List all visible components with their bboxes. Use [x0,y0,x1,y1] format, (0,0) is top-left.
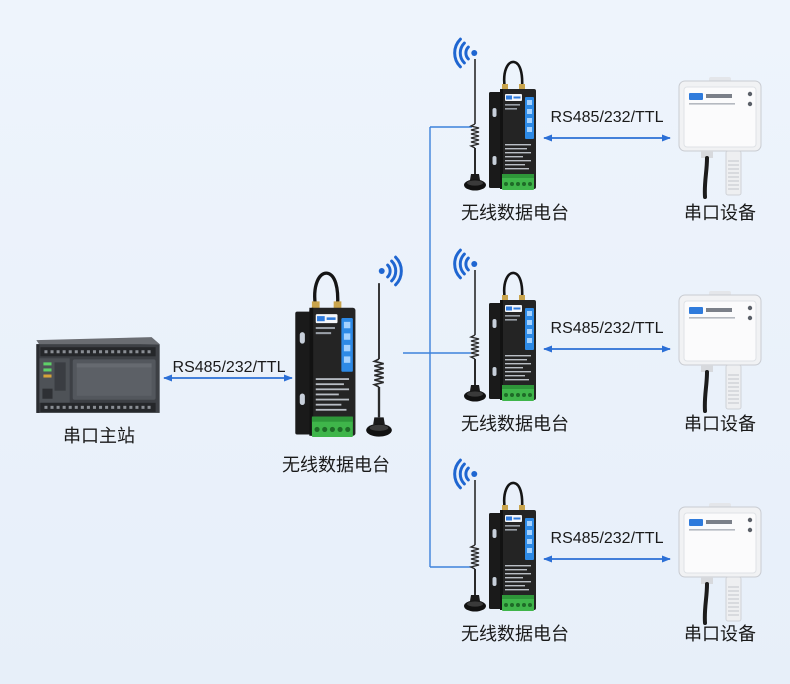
serial-link-label: RS485/232/TTL [551,320,664,337]
master-label: 串口主站 [63,426,135,447]
branch-3: RS485/232/TTL 无线数据电台 串口设备 [453,458,762,645]
antenna-icon [463,58,487,192]
antenna-icon [463,269,487,403]
wireless-radio-icon [488,271,538,403]
master-station: 串口主站 [36,337,160,447]
master-link-label: RS485/232/TTL [173,359,286,376]
branch-1: RS485/232/TTL 无线数据电台 串口设备 [453,37,762,224]
wifi-signal-icon [378,255,403,287]
wireless-radio-icon [294,271,358,439]
wifi-signal-icon [453,37,478,69]
radio-label: 无线数据电台 [461,203,569,224]
antenna-icon [463,479,487,613]
wireless-radio-icon [488,60,538,192]
radio-label: 无线数据电台 [461,414,569,435]
device-label: 串口设备 [684,203,756,224]
wifi-signal-icon [453,248,478,280]
distribution-lines [403,126,472,568]
serial-link-label: RS485/232/TTL [551,530,664,547]
sensor-icon [678,503,762,625]
hub-radio-label: 无线数据电台 [282,455,390,476]
master-link: RS485/232/TTL [163,359,293,382]
radio-label: 无线数据电台 [461,624,569,645]
hub-radio: 无线数据电台 [282,255,403,476]
wifi-signal-icon [453,458,478,490]
antenna-icon [365,282,393,438]
device-label: 串口设备 [684,414,756,435]
sensor-icon [678,77,762,199]
serial-link-label: RS485/232/TTL [551,109,664,126]
sensor-icon [678,291,762,413]
branch-2: RS485/232/TTL 无线数据电台 串口设备 [453,248,762,435]
wireless-radio-icon [488,481,538,613]
plc-icon [36,337,160,413]
device-label: 串口设备 [684,624,756,645]
